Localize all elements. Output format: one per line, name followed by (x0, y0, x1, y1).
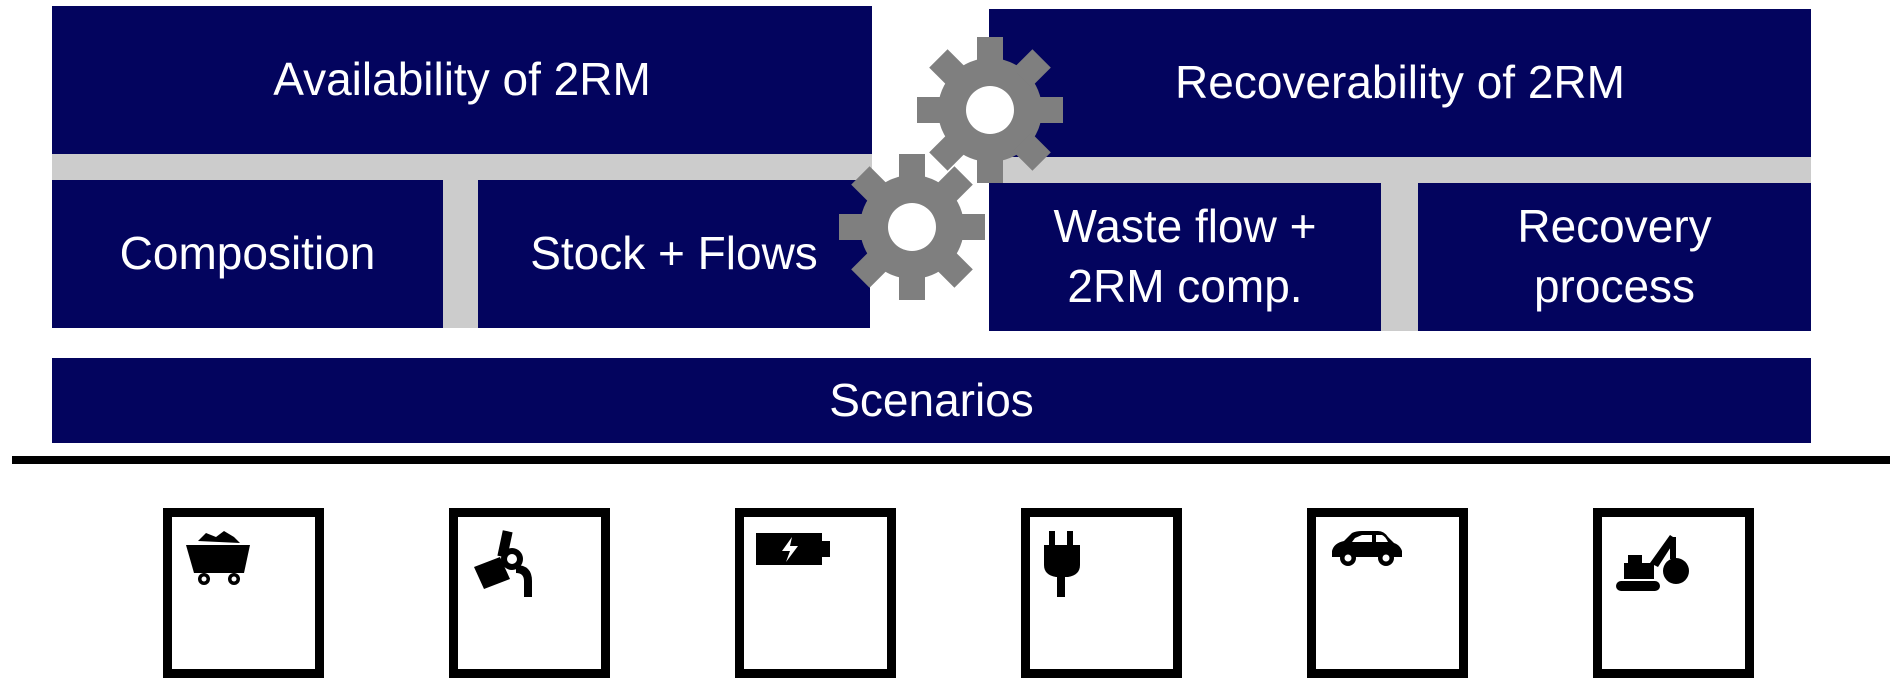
sector-box-vehicles (1307, 508, 1468, 678)
recoverability-connector-stem (1381, 183, 1418, 331)
sector-box-construction (1593, 508, 1754, 678)
availability-title-box: Availability of 2RM (52, 6, 872, 154)
stock-flows-box: Stock + Flows (478, 180, 870, 328)
sector-box-mining (163, 508, 324, 678)
composition-label: Composition (119, 227, 376, 280)
availability-title: Availability of 2RM (273, 53, 651, 106)
recovery-process-label: Recovery process (1517, 200, 1712, 312)
ladle-pour-icon (474, 530, 532, 597)
battery-icon (756, 533, 830, 565)
composition-box: Composition (52, 180, 443, 328)
availability-connector-stem (443, 180, 478, 328)
car-icon (1332, 531, 1402, 566)
scenarios-label: Scenarios (829, 373, 1034, 426)
recoverability-title-box: Recoverability of 2RM (989, 9, 1811, 157)
waste-flow-box: Waste flow + 2RM comp. (989, 183, 1381, 331)
stock-flows-label: Stock + Flows (530, 227, 818, 280)
sector-box-batteries (735, 508, 896, 678)
waste-flow-label: Waste flow + 2RM comp. (1053, 200, 1317, 312)
sector-box-metallurgy (449, 508, 610, 678)
mine-cart-icon (186, 531, 250, 585)
gear-icon (917, 37, 1063, 183)
excavator-icon (1616, 535, 1689, 591)
divider-line (12, 456, 1890, 464)
recovery-process-box: Recovery process (1418, 183, 1811, 331)
recoverability-title: Recoverability of 2RM (1175, 56, 1625, 109)
gear-icon (839, 154, 985, 300)
sector-box-electrical (1021, 508, 1182, 678)
recoverability-connector-bar (989, 157, 1811, 183)
plug-icon (1044, 531, 1080, 597)
scenarios-box: Scenarios (52, 358, 1811, 443)
availability-connector-bar (52, 154, 872, 180)
